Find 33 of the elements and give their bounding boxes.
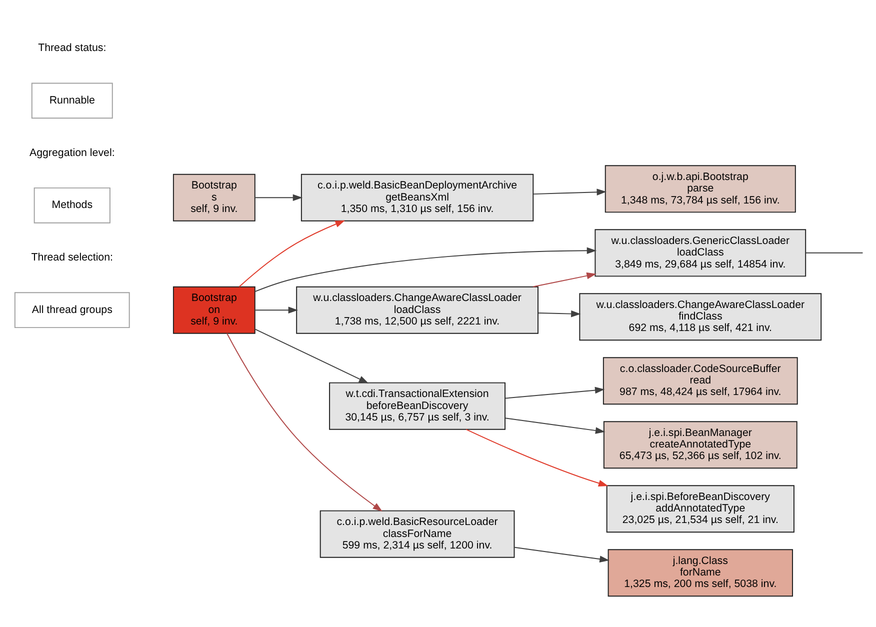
arrow <box>466 428 608 486</box>
node-box: o.j.w.b.api.Bootstrap parse 1,348 ms, 73,784 µs self, 156 inv. <box>604 165 796 213</box>
node-box: j.e.i.spi.BeanManager createAnnotatedType 65,473 µs, 52,366 µs self, 102 inv. <box>603 421 798 469</box>
arrow <box>504 386 605 399</box>
arrow <box>254 328 369 384</box>
label: Runnable <box>49 94 95 106</box>
label: Thread selection: <box>31 251 114 264</box>
node-box: w.u.classloaders.ChangeAwareClassLoader findClass 692 ms, 4,118 µs self, 421 inv. <box>579 293 822 341</box>
label: Aggregation level: <box>29 146 115 159</box>
node-box: w.u.classloaders.GenericClassLoader loadClass 3,849 ms, 29,684 µs self, 14854 inv. <box>594 229 806 277</box>
arrow <box>254 194 303 202</box>
connector <box>805 252 864 254</box>
arrow <box>504 418 606 434</box>
node-box: c.o.i.p.weld.BasicBeanDeploymentArchive getBeansXml 1,350 ms, 1,310 µs self, 156 inv. <box>300 174 534 222</box>
node-box: Bootstrap s self, 9 inv. <box>172 174 256 222</box>
node-box: w.u.classloaders.ChangeAwareClassLoader loadClass 1,738 ms, 12,500 µs self, 2221 inv. <box>296 286 538 334</box>
arrow <box>254 306 298 314</box>
arrow <box>254 247 597 292</box>
label: All thread groups <box>32 304 112 316</box>
node-box: w.t.cdi.TransactionalExtension beforeBeanDiscovery 30,145 µs, 6,757 µs self, 3 inv. <box>329 382 506 430</box>
arrow <box>226 332 382 512</box>
node-box: j.e.i.spi.BeforeBeanDiscovery addAnnotatedType 23,025 µs, 21,534 µs self, 21 inv. <box>606 485 794 533</box>
node-box: c.o.classloader.CodeSourceBuffer read 987 ms, 48,424 µs self, 17964 inv. <box>602 357 798 405</box>
arrow <box>238 220 346 288</box>
arrow <box>532 188 606 196</box>
arrow <box>538 310 581 318</box>
node-box: Bootstrap on self, 9 inv. <box>172 286 256 334</box>
label: Methods <box>52 199 93 212</box>
arrow <box>514 546 610 562</box>
arrow <box>532 272 596 288</box>
label: Thread status: <box>38 42 106 54</box>
node-box: j.lang.Class forName 1,325 ms, 200 ms self, 5038 inv. <box>608 549 793 597</box>
node-box: c.o.i.p.weld.BasicResourceLoader classForName 599 ms, 2,314 µs self, 1200 inv. <box>320 510 515 558</box>
